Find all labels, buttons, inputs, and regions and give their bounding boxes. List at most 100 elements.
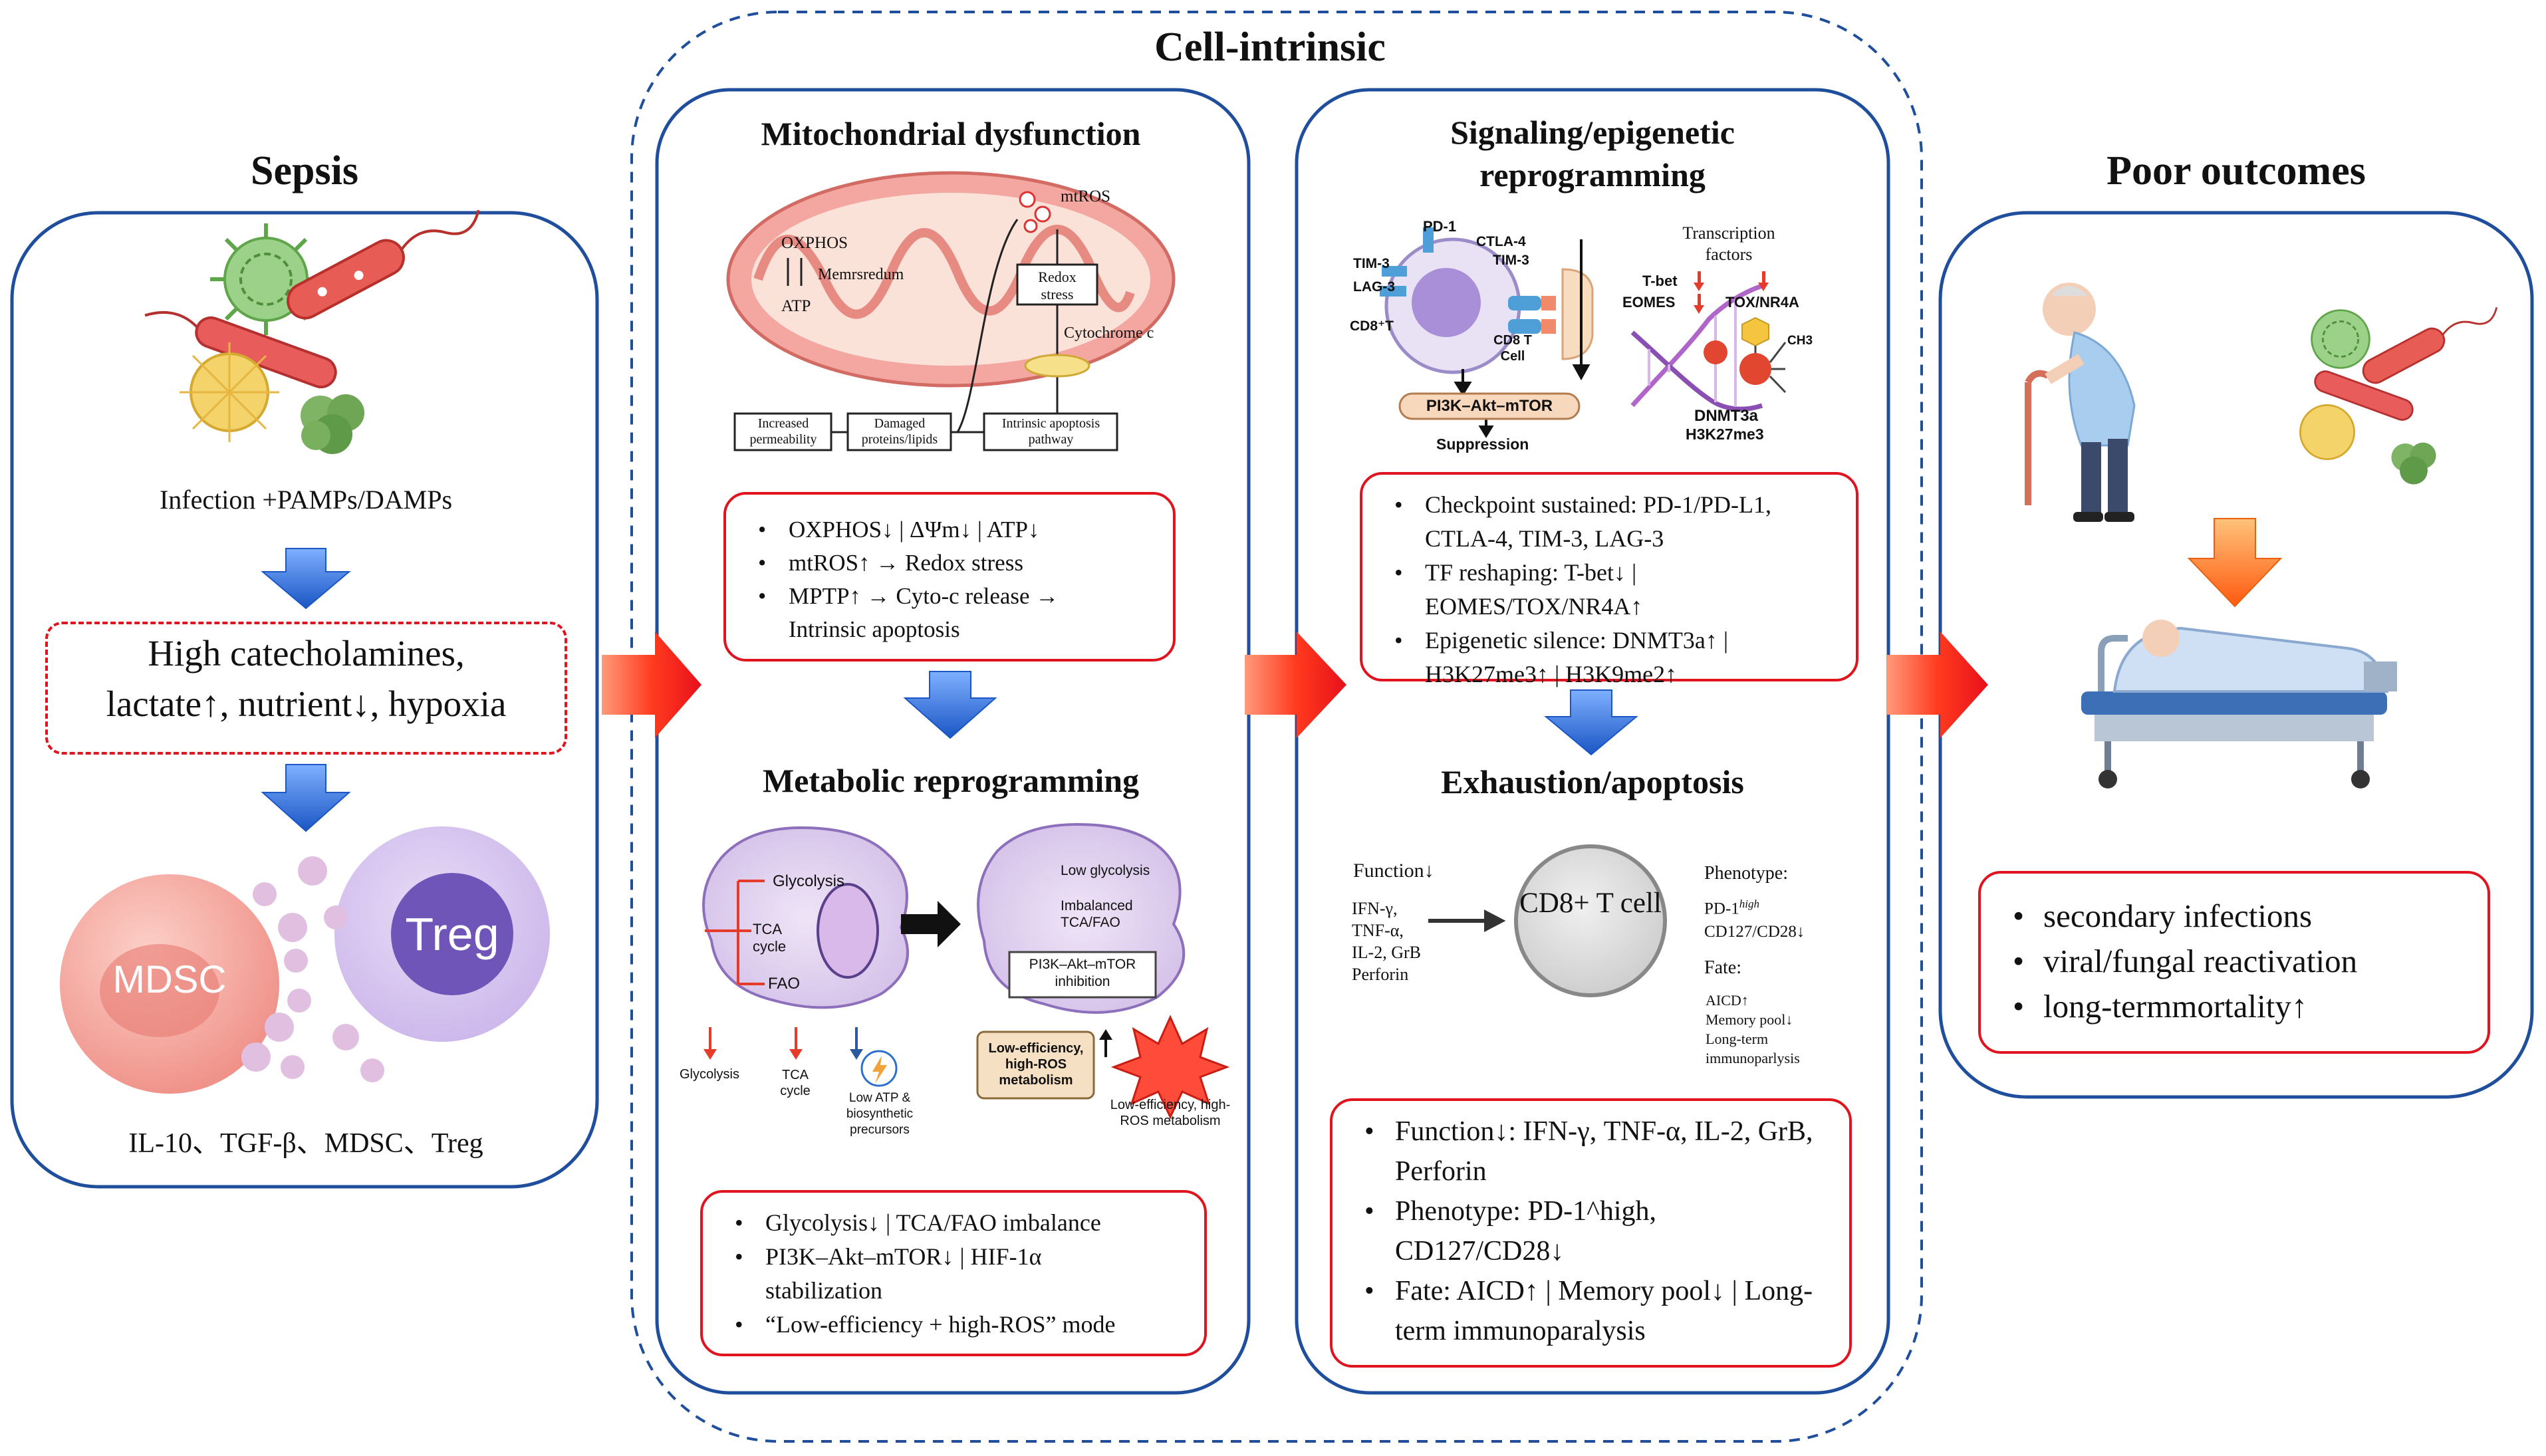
fig-mtros: mtROS: [1061, 187, 1111, 205]
explosion-icon: [1110, 1015, 1230, 1120]
black-arrow-metabolic: [901, 901, 961, 947]
mito-bullet-2: mtROS↑ → Redox stress: [746, 546, 1153, 580]
elderly-person-icon: [2025, 283, 2136, 522]
fig-tca-small: TCA cycle: [780, 1068, 811, 1098]
exhaustion-arrow: [1428, 910, 1506, 932]
fig-intrinsic: Intrinsic apoptosis pathway: [1001, 416, 1100, 447]
metabolic-cell-before: [702, 826, 909, 1009]
cytokine-dots: [241, 856, 384, 1082]
metabolic-bullet-2: PI3K–Akt–mTOR↓ | HIF-1α stabilization: [723, 1240, 1058, 1308]
fig-glycolysis: Glycolysis: [773, 872, 845, 890]
fig-cd127: CD127/CD28↓: [1704, 923, 1805, 941]
fig-damaged: Damaged proteins/lipids: [861, 416, 938, 447]
cytokines-caption: IL-10、TGF-β、MDSC、Treg: [128, 1128, 483, 1159]
fig-lag3: LAG-3: [1353, 279, 1395, 295]
pi3k-pill: [1398, 392, 1581, 420]
poor-outcomes-title: Poor outcomes: [2106, 148, 2366, 193]
fig-tim3: TIM-3: [1353, 256, 1390, 271]
exhaustion-bullet-2: Phenotype: PD-1^high, CD127/CD28↓: [1352, 1191, 1767, 1271]
cell-intrinsic-title: Cell-intrinsic: [1154, 25, 1386, 70]
conditions-box: High catecholamines, lactate↑, nutrient↓…: [45, 622, 567, 755]
bacteria-icon-2: [144, 310, 337, 389]
arrow-signaling-to-outcomes: [1887, 632, 1988, 738]
signaling-title-2: reprogramming: [1479, 156, 1706, 193]
signaling-summary-box: Checkpoint sustained: PD-1/PD-L1, CTLA-4…: [1360, 472, 1858, 687]
lightning-circle-icon: [860, 1050, 898, 1087]
fig-pd1-high: PD-1high: [1704, 898, 1759, 918]
methyl-group-icon: [1704, 316, 1787, 394]
arrow-sepsis-to-mito: [602, 632, 701, 738]
treg-label: Treg: [405, 908, 499, 960]
signaling-arrows: [1454, 239, 1591, 438]
blue-arrow-sepsis-2: [261, 764, 351, 832]
fig-pi3k: PI3K–Akt–mTOR: [1426, 397, 1553, 415]
mtros-dots: [1019, 191, 1051, 233]
fig-cd8t: CD8⁺T: [1350, 318, 1394, 334]
fig-suppression: Suppression: [1436, 435, 1529, 453]
fig-tox: TOX/NR4A: [1725, 294, 1799, 310]
cell-intrinsic-frame: [630, 11, 1923, 1443]
conditions-line-1: High catecholamines,: [148, 633, 465, 673]
exhaustion-summary-box: Function↓: IFN-γ, TNF-α, IL-2, GrB, Perf…: [1330, 1098, 1852, 1368]
fig-tf-title: Transcription factors: [1682, 223, 1775, 264]
fig-increased-perm: Increased permeability: [749, 416, 817, 447]
exhaustion-bullet-1: Function↓: IFN-γ, TNF-α, IL-2, GrB, Perf…: [1352, 1112, 1814, 1191]
mito-bullet-4: Intrinsic apoptosis: [789, 616, 960, 642]
blue-arrow-signaling: [1544, 689, 1638, 756]
exhaustion-title: Exhaustion/apoptosis: [1441, 763, 1744, 800]
fig-fate-1: AICD↑: [1706, 992, 1749, 1009]
pathogens-outcomes-icon: [2299, 306, 2498, 485]
outcomes-summary-box: secondary infections viral/fungal reacti…: [1978, 871, 2490, 1054]
fig-tbet: T-bet: [1642, 273, 1678, 289]
outcome-bullet-3: long-termmortality↑: [2001, 984, 2468, 1029]
signaling-title-1: Signaling/epigenetic: [1450, 114, 1735, 151]
outcome-bullet-2: viral/fungal reactivation: [2001, 939, 2468, 984]
fig-tca: TCA cycle: [753, 921, 787, 955]
fig-oxphos: OXPHOS: [781, 234, 848, 252]
low-efficiency-box: [976, 1031, 1095, 1100]
metabolic-summary-box: Glycolysis↓ | TCA/FAO imbalance PI3K–Akt…: [700, 1190, 1207, 1356]
mito-summary-box: OXPHOS↓ | ΔΨm↓ | ATP↓ mtROS↑ → Redox str…: [723, 492, 1176, 662]
mitochondrion-small-icon: [817, 883, 879, 979]
fig-fate-2: Memory pool↓: [1706, 1011, 1793, 1028]
fig-cell-label: CD8+ T cell: [1519, 888, 1662, 919]
fig-imbalanced: Imbalanced TCA/FAO: [1061, 898, 1133, 930]
coccus-icon: [180, 342, 279, 442]
fig-phenotype-label: Phenotype:: [1704, 863, 1788, 884]
hospital-bed-icon: [2081, 620, 2397, 789]
fig-cytokine-3: IL-2, GrB: [1352, 943, 1421, 962]
cytochrome-c-icon: [1024, 354, 1090, 378]
fig-low-atp: Low ATP & biosynthetic precursors: [846, 1091, 914, 1137]
fig-fate-4: immunoparlysis: [1706, 1050, 1800, 1066]
fig-cytokine-2: TNF-α,: [1352, 921, 1404, 940]
fig-cytokine-1: IFN-γ,: [1352, 899, 1398, 918]
mito-diagram-lines: [733, 219, 1118, 451]
blue-arrow-sepsis-1: [261, 548, 351, 610]
fig-glycolysis-small: Glycolysis: [679, 1067, 739, 1082]
tf-arrows: [1694, 271, 1769, 314]
signaling-bullet-2: TF reshaping: T-bet↓ | EOMES/TOX/NR4A↑: [1382, 556, 1744, 624]
fig-pd1: PD-1: [1423, 218, 1457, 235]
treg-cell-icon: [334, 826, 550, 1042]
fig-dnmt: DNMT3a: [1694, 407, 1759, 425]
conditions-line-2: lactate↑, nutrient↓, hypoxia: [106, 683, 507, 724]
fig-low-eff-box: Low-efficiency, high-ROS metabolism: [988, 1041, 1084, 1088]
fig-eomes: EOMES: [1622, 294, 1676, 310]
fig-h3k: H3K27me3: [1686, 425, 1764, 443]
fig-pd1-text: PD-1: [1704, 900, 1739, 918]
fig-fate-list: AICD↑ Memory pool↓ Long-term immunoparly…: [1706, 991, 1800, 1068]
infection-caption: Infection +PAMPs/DAMPs: [159, 485, 453, 515]
fungus-icon: [301, 394, 364, 454]
fig-ch3: CH3: [1787, 334, 1813, 348]
blue-arrow-mito: [903, 671, 997, 739]
metabolic-cell-after: [977, 822, 1186, 1014]
dna-icon: [1630, 283, 1763, 412]
fig-cytokine-list: IFN-γ, TNF-α, IL-2, GrB Perforin: [1352, 898, 1421, 985]
signaling-bullet-1: Checkpoint sustained: PD-1/PD-L1, CTLA-4…: [1382, 488, 1836, 556]
fig-cytokine-4: Perforin: [1352, 965, 1409, 984]
fig-low-glycolysis: Low glycolysis: [1061, 863, 1150, 878]
mito-bullet-1: OXPHOS↓ | ΔΨm↓ | ATP↓: [746, 513, 1153, 546]
fig-atp: ATP: [781, 297, 811, 315]
cd8-t-cell-icon: [1514, 844, 1667, 997]
fig-memrsredum: Memrsredum: [818, 266, 904, 283]
